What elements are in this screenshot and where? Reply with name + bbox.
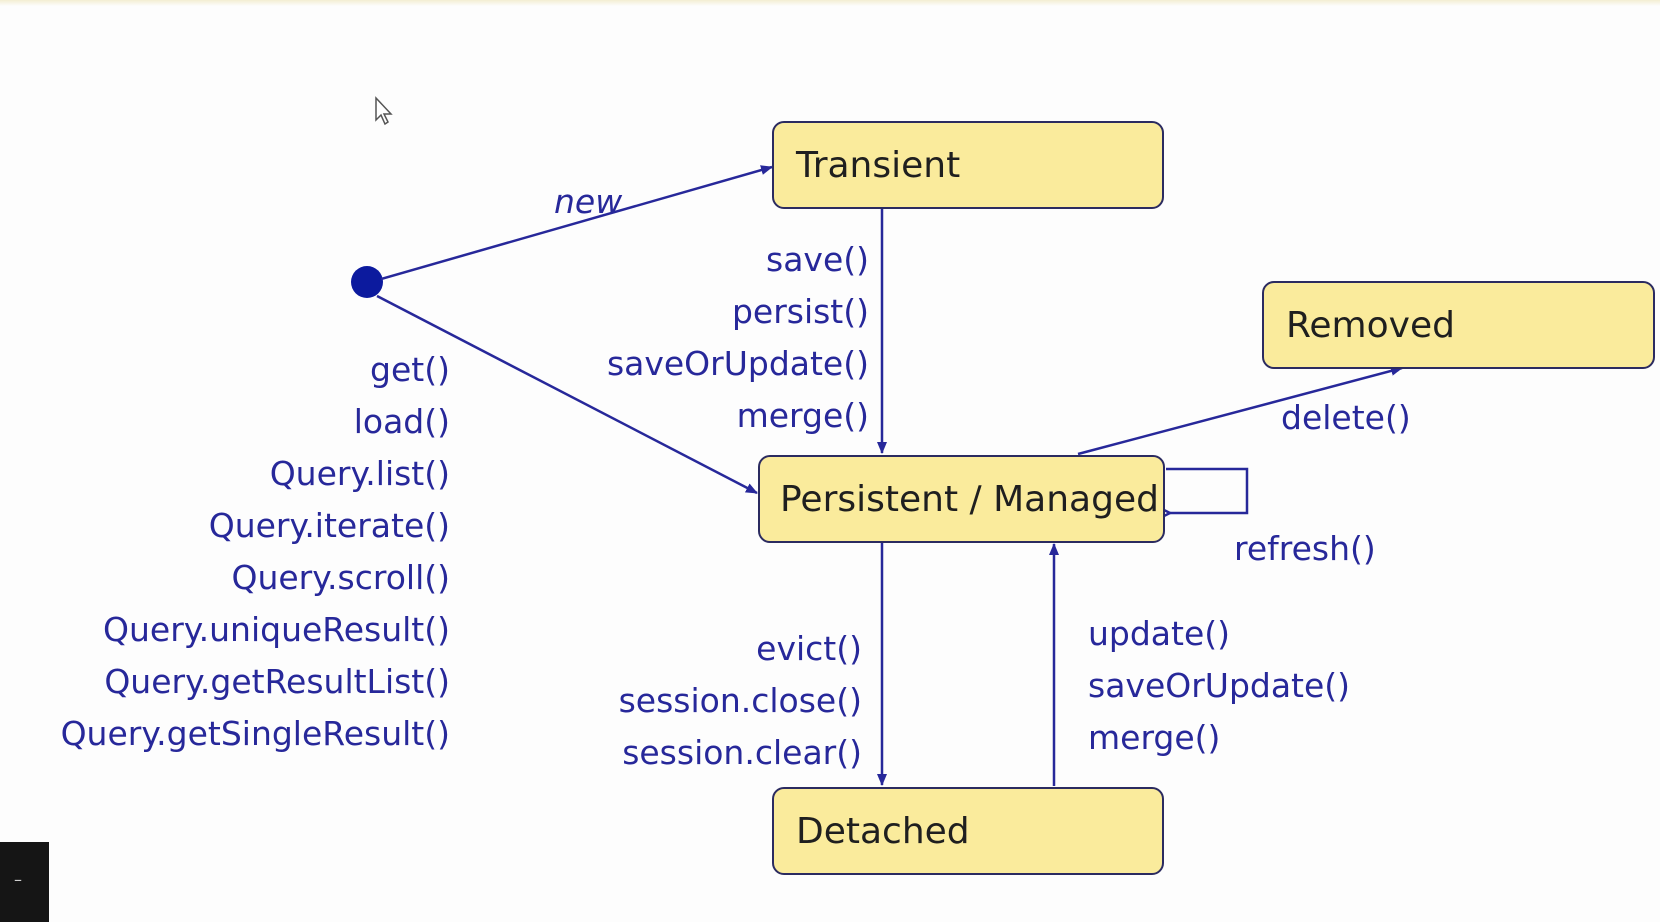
state-persistent-label: Persistent / Managed (780, 478, 1159, 520)
state-persistent-managed: Persistent / Managed (758, 455, 1165, 543)
label-query-get-single-result: Query.getSingleResult() (60, 714, 450, 753)
label-get: get() (370, 350, 450, 389)
label-query-unique-result: Query.uniqueResult() (103, 610, 450, 649)
arrow-initial-to-persistent (376, 294, 758, 495)
label-refresh: refresh() (1234, 529, 1376, 568)
label-load: load() (353, 402, 450, 441)
top-strip (0, 0, 1660, 6)
label-session-close: session.close() (618, 681, 862, 720)
mouse-cursor-icon (375, 96, 393, 126)
label-save: save() (766, 240, 869, 279)
label-session-clear: session.clear() (622, 733, 862, 772)
label-new: new (554, 182, 623, 221)
labels-detached-to-persistent: update() saveOrUpdate() merge() (1088, 608, 1350, 764)
video-overlay-block: – (0, 842, 49, 922)
state-transient-label: Transient (796, 144, 961, 186)
labels-start-to-persistent: get() load() Query.list() Query.iterate(… (61, 344, 450, 760)
arrow-persistent-self-loop (1166, 467, 1249, 513)
state-removed-label: Removed (1286, 304, 1455, 346)
label-delete: delete() (1281, 398, 1411, 437)
label-query-get-result-list: Query.getResultList() (104, 662, 450, 701)
labels-persistent-to-detached: evict() session.close() session.clear() (619, 623, 862, 779)
label-query-scroll: Query.scroll() (231, 558, 450, 597)
state-transient: Transient (772, 121, 1164, 209)
label-persist: persist() (731, 292, 869, 331)
arrow-persistent-to-removed (1077, 365, 1403, 456)
label-save-or-update-2: saveOrUpdate() (1088, 666, 1351, 705)
label-merge-2: merge() (1088, 718, 1221, 757)
labels-transient-to-persistent: save() persist() saveOrUpdate() merge() (607, 234, 869, 442)
label-query-list: Query.list() (269, 454, 450, 493)
minus-icon: – (14, 870, 22, 889)
arrow-initial-to-transient (380, 165, 773, 281)
label-update: update() (1088, 614, 1231, 653)
label-query-iterate: Query.iterate() (208, 506, 450, 545)
state-detached-label: Detached (796, 810, 970, 852)
label-merge: merge() (736, 396, 869, 435)
label-evict: evict() (756, 629, 862, 668)
state-removed: Removed (1262, 281, 1655, 369)
label-save-or-update: saveOrUpdate() (606, 344, 869, 383)
state-detached: Detached (772, 787, 1164, 875)
initial-node (351, 266, 383, 298)
